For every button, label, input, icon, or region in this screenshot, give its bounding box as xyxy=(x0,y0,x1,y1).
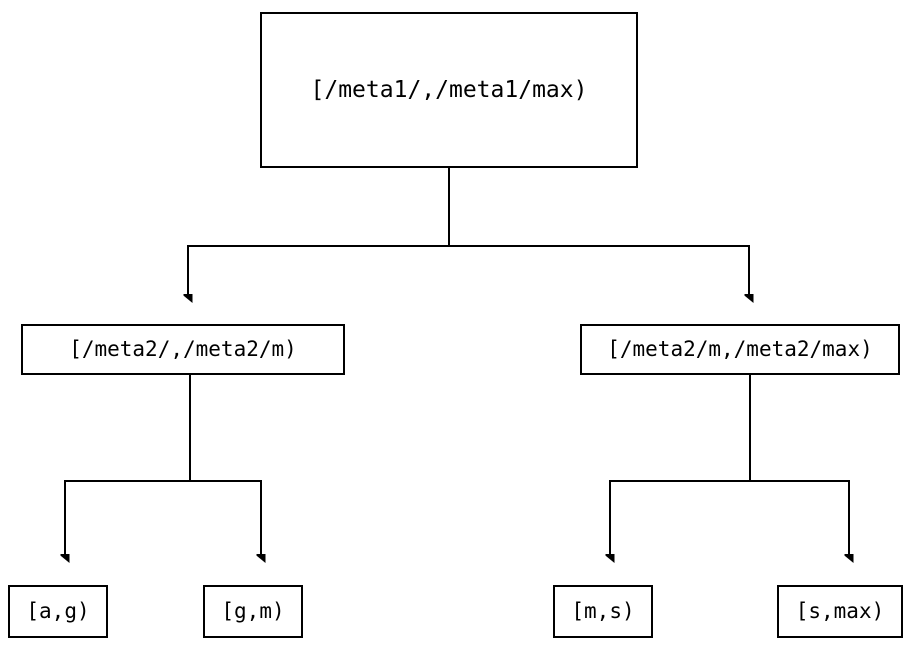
tree-node-root[interactable]: [/meta1/,/meta1/max) xyxy=(260,12,638,168)
tree-node-meta2-lower[interactable]: [/meta2/,/meta2/m) xyxy=(21,324,345,375)
tree-node-label: [a,g) xyxy=(26,599,90,623)
edge-l2b-to-leaf3 xyxy=(610,375,751,554)
tree-node-label: [g,m) xyxy=(221,599,285,623)
edge-l2b-to-leaf4 xyxy=(749,375,849,554)
tree-node-meta2-upper[interactable]: [/meta2/m,/meta2/max) xyxy=(580,324,900,375)
tree-leaf-g-m[interactable]: [g,m) xyxy=(203,585,303,638)
tree-node-label: [s,max) xyxy=(795,599,885,623)
tree-node-label: [m,s) xyxy=(571,599,635,623)
edge-root-to-l2b xyxy=(448,168,749,294)
edge-root-to-l2a xyxy=(188,168,450,294)
edge-l2a-to-leaf2 xyxy=(189,375,261,554)
tree-node-label: [/meta2/m,/meta2/max) xyxy=(607,337,873,361)
tree-leaf-s-max[interactable]: [s,max) xyxy=(777,585,903,638)
tree-leaf-a-g[interactable]: [a,g) xyxy=(8,585,108,638)
edge-l2a-to-leaf1 xyxy=(65,375,191,554)
tree-node-label: [/meta2/,/meta2/m) xyxy=(69,337,297,361)
tree-leaf-m-s[interactable]: [m,s) xyxy=(553,585,653,638)
tree-node-label: [/meta1/,/meta1/max) xyxy=(310,76,588,103)
